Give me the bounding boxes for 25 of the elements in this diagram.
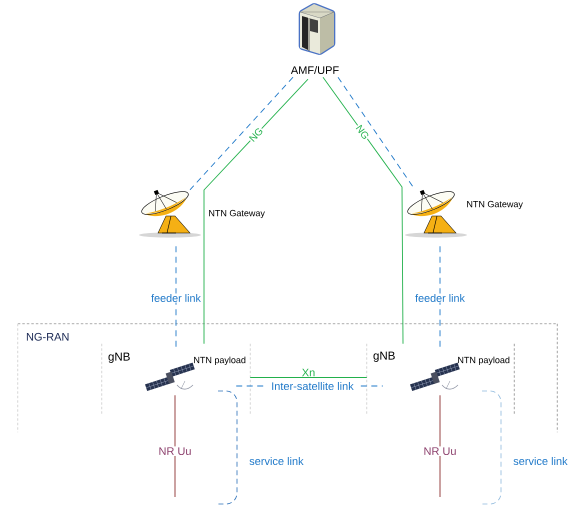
edge-label: feeder link	[150, 294, 202, 302]
link-label: service link	[250, 456, 304, 466]
node-label: NTN payload	[458, 356, 510, 365]
node-caption: NTN Gateway	[467, 200, 523, 210]
node-label: AMF/UPF	[290, 66, 339, 74]
line	[174, 394, 176, 498]
edge-label: feeder link	[414, 294, 466, 302]
dashed-line	[190, 76, 294, 190]
satellite-dish	[139, 190, 201, 238]
edge-label: NG	[247, 126, 265, 144]
line	[204, 78, 308, 344]
satellite-dish	[405, 190, 467, 238]
satellite: NTN payload	[410, 356, 510, 392]
satellite: NTN payload	[145, 356, 246, 392]
node-label: NTN payload	[194, 356, 246, 365]
edge-label: NR Uu	[158, 446, 192, 456]
line	[250, 377, 368, 378]
server: AMF/UPF	[290, 3, 339, 74]
link-label: service link	[514, 456, 568, 466]
node-caption: NTN Gateway	[209, 210, 265, 218]
edge-label: NR Uu	[422, 446, 458, 456]
edge-label: Xn	[302, 368, 314, 376]
edge-label: Inter-satellite link	[272, 382, 354, 390]
line	[322, 76, 404, 344]
edge-label: NG	[354, 122, 371, 142]
